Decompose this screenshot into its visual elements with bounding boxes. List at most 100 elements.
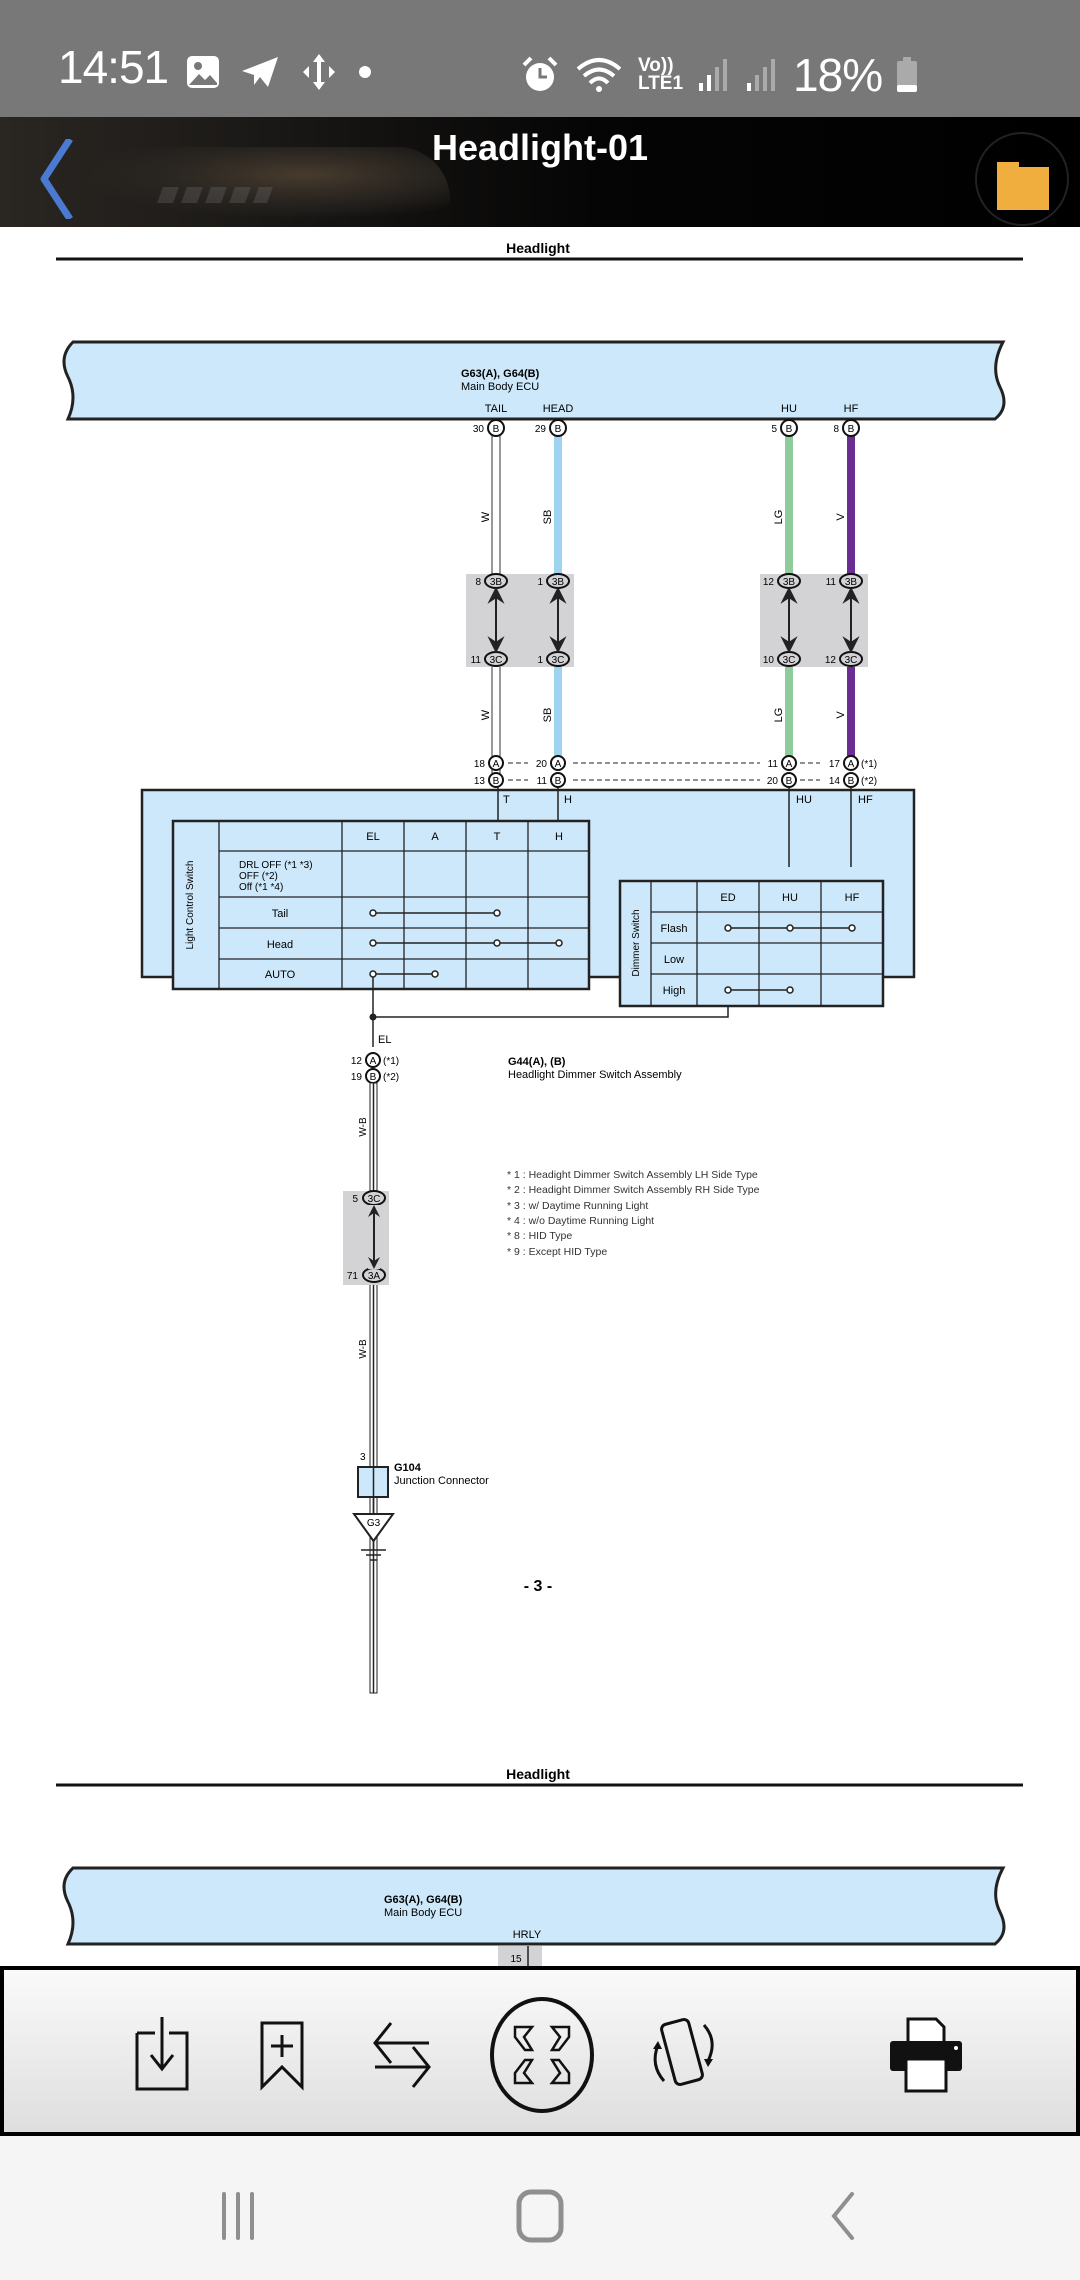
svg-text:(*2): (*2) (861, 776, 877, 787)
svg-text:* 3 : w/ Daytime Running Light: * 3 : w/ Daytime Running Light (507, 1200, 648, 1212)
svg-text:30: 30 (473, 424, 485, 435)
wiring-diagram: Headlight G63(A), G64(B) Main Body ECU T… (56, 240, 1023, 1966)
app-bar: Headlight-01 (0, 117, 1080, 227)
svg-text:3C: 3C (552, 655, 565, 666)
svg-text:Low: Low (664, 954, 684, 966)
bookmark-add-button[interactable] (237, 2010, 327, 2100)
svg-text:A: A (848, 759, 855, 770)
svg-text:11: 11 (826, 577, 837, 588)
wire-color-label: LG (773, 510, 785, 525)
ecu-name: Main Body ECU (461, 381, 539, 393)
svg-text:3C: 3C (368, 1194, 381, 1205)
fullscreen-button[interactable] (477, 1990, 607, 2120)
svg-text:B: B (555, 424, 562, 435)
svg-text:3B: 3B (490, 577, 503, 588)
svg-text:5: 5 (771, 424, 777, 435)
system-nav-bar (0, 2136, 1080, 2280)
print-button[interactable] (881, 2010, 971, 2100)
volte-icon: Vo)) LTE1 (638, 55, 684, 94)
svg-text:20: 20 (767, 776, 779, 787)
download-button[interactable] (117, 2010, 207, 2100)
svg-text:OFF (*2): OFF (*2) (239, 871, 278, 882)
svg-text:11: 11 (768, 759, 779, 770)
svg-text:8: 8 (475, 577, 481, 588)
svg-text:* 8 : HID Type: * 8 : HID Type (507, 1230, 572, 1242)
status-time: 14:51 (58, 41, 169, 93)
svg-text:Junction Connector: Junction Connector (394, 1475, 489, 1487)
home-button[interactable] (495, 2176, 585, 2256)
svg-text:3B: 3B (783, 577, 796, 588)
svg-text:Flash: Flash (661, 923, 688, 935)
battery-percent: 18% (793, 49, 883, 101)
recents-icon (222, 2192, 254, 2240)
status-bar: 14:51 Vo)) LTE1 18% (0, 0, 1080, 117)
svg-text:12: 12 (351, 1056, 363, 1067)
svg-text:B: B (493, 776, 500, 787)
telegram-icon (242, 57, 278, 87)
wire-color-label: W (480, 511, 492, 522)
svg-text:G104: G104 (394, 1462, 422, 1474)
svg-text:3C: 3C (783, 655, 796, 666)
svg-text:B: B (786, 424, 793, 435)
svg-text:High: High (663, 985, 686, 997)
svg-text:EL: EL (366, 831, 379, 843)
svg-text:1: 1 (537, 655, 543, 666)
svg-text:Off (*1 *4): Off (*1 *4) (239, 882, 283, 893)
swap-icon (373, 2022, 431, 2088)
svg-text:* 4 : w/o Daytime Running Ligh: * 4 : w/o Daytime Running Light (507, 1215, 654, 1227)
svg-text:HF: HF (858, 794, 873, 806)
wire-color-label: SB (542, 510, 554, 525)
svg-text:Head: Head (267, 939, 293, 951)
ecu-pin-label: HU (781, 403, 797, 415)
svg-text:11: 11 (471, 655, 482, 666)
svg-text:15: 15 (510, 1954, 522, 1965)
svg-text:5: 5 (352, 1194, 358, 1205)
back-nav-button[interactable] (797, 2176, 887, 2256)
folder-button[interactable] (975, 132, 1069, 226)
svg-text:20: 20 (536, 759, 548, 770)
ground-terminal-label: EL (378, 1034, 391, 1046)
ecu-pin-label: TAIL (485, 403, 507, 415)
rotate-button[interactable] (639, 2010, 729, 2100)
svg-text:* 2 : Headight Dimmer Switch A: * 2 : Headight Dimmer Switch Assembly RH… (507, 1184, 760, 1196)
svg-text:B: B (555, 776, 562, 787)
svg-text:18: 18 (474, 759, 486, 770)
home-icon (516, 2189, 564, 2243)
wire-color-label: V (835, 513, 847, 521)
recents-button[interactable] (193, 2176, 283, 2256)
document-viewer[interactable]: Headlight G63(A), G64(B) Main Body ECU T… (0, 227, 1080, 1966)
page-title: Headlight-01 (431, 127, 649, 168)
svg-text:AUTO: AUTO (265, 969, 296, 981)
svg-text:3C: 3C (845, 655, 858, 666)
svg-text:T: T (494, 831, 501, 843)
svg-text:B: B (786, 776, 793, 787)
dot-icon (359, 66, 371, 78)
move-icon (303, 54, 335, 90)
ecu-pins: B30 B29 B5 B8 (473, 419, 860, 437)
wifi-icon (576, 58, 622, 92)
signal-icon (699, 59, 728, 91)
page-header: Headlight (506, 1766, 570, 1782)
battery-icon (897, 57, 918, 92)
ecu-code: G63(A), G64(B) (461, 368, 540, 380)
folder-icon (997, 162, 1049, 210)
bookmark-add-icon (260, 2021, 304, 2091)
download-icon (135, 2017, 189, 2091)
headlight-background-image (90, 147, 450, 217)
svg-text:3A: 3A (368, 1271, 381, 1282)
svg-text:(*1): (*1) (383, 1056, 399, 1067)
svg-text:B: B (848, 776, 855, 787)
svg-text:DRL OFF (*1 *3): DRL OFF (*1 *3) (239, 860, 313, 871)
alarm-icon (522, 56, 558, 91)
back-button[interactable] (30, 137, 90, 221)
chevron-left-icon (40, 137, 73, 221)
gallery-icon (187, 56, 219, 88)
switch-connector-pins: A18 A20 A11 A17 (*1) B13 B11 B20 B14 (*2… (474, 755, 877, 788)
svg-text:HRLY: HRLY (513, 1929, 542, 1941)
main-body-ecu: G63(A), G64(B) Main Body ECU TAIL HEAD H… (62, 340, 1006, 421)
svg-text:HU: HU (782, 892, 798, 904)
signal-icon (747, 59, 776, 91)
svg-text:G3: G3 (367, 1518, 381, 1529)
swap-button[interactable] (357, 2010, 447, 2100)
